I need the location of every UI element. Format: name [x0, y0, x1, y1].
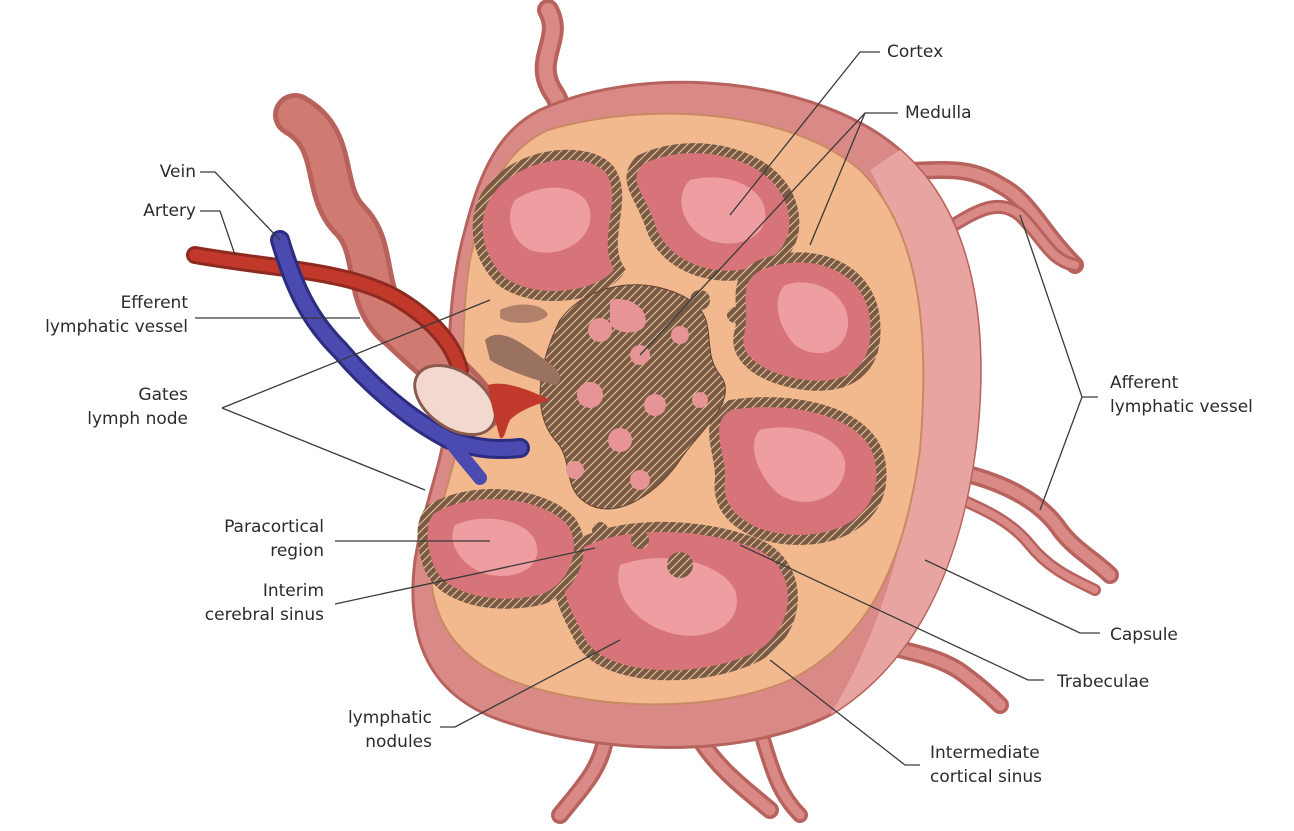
- label-cortex: Cortex: [887, 42, 943, 62]
- label-nodules-line1: lymphatic: [348, 708, 432, 728]
- label-interim-line2: cerebral sinus: [205, 605, 324, 625]
- label-efferent-line2: lymphatic vessel: [45, 317, 188, 337]
- label-afferent-line1: Afferent: [1110, 373, 1179, 393]
- label-medulla: Medulla: [905, 103, 972, 123]
- label-vein: Vein: [160, 162, 196, 182]
- label-gates-line1: Gates: [138, 385, 188, 405]
- label-afferent-line2: lymphatic vessel: [1110, 397, 1253, 417]
- label-capsule: Capsule: [1110, 625, 1178, 645]
- label-intermediate-line1: Intermediate: [930, 743, 1040, 763]
- label-nodules-line2: nodules: [365, 732, 432, 752]
- label-artery: Artery: [143, 201, 196, 221]
- label-gates-line2: lymph node: [87, 409, 188, 429]
- label-trabeculae: Trabeculae: [1056, 672, 1149, 692]
- label-intermediate-line2: cortical sinus: [930, 767, 1042, 787]
- label-efferent-line1: Efferent: [121, 293, 189, 313]
- label-interim-line1: Interim: [263, 581, 324, 601]
- label-paracortical-line2: region: [270, 541, 324, 561]
- label-paracortical-line1: Paracortical: [224, 517, 324, 537]
